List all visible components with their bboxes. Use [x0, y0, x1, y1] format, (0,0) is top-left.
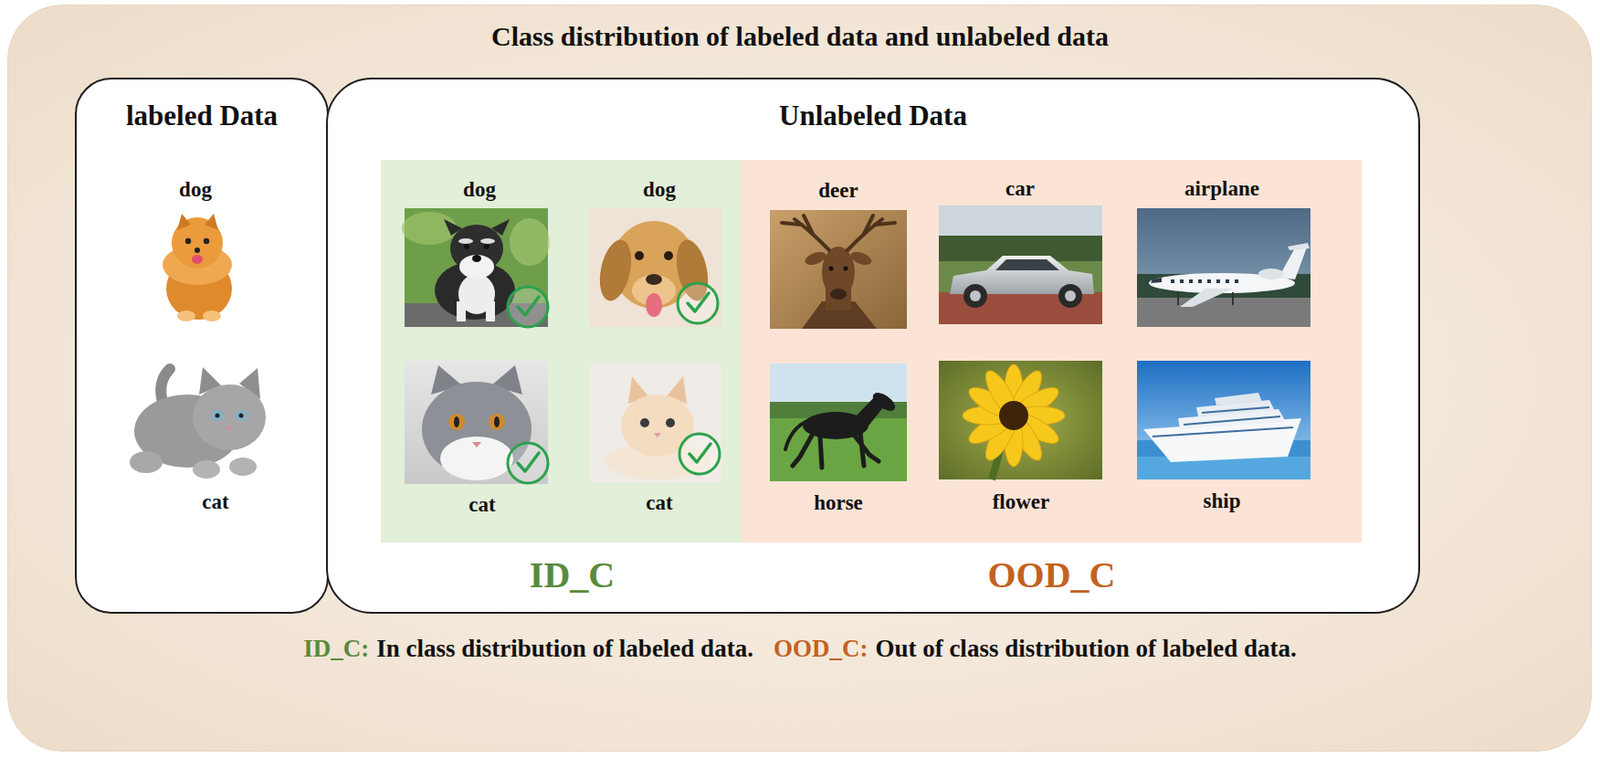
- diagram-title: Class distribution of labeled data and u…: [491, 21, 1109, 53]
- kitten-picture: [129, 367, 266, 479]
- footnote-key: OOD_C:: [773, 634, 869, 664]
- pomeranian-picture: [162, 213, 232, 322]
- footnote-text: Out of class distribution of labeled dat…: [874, 634, 1296, 664]
- flower-picture: [938, 360, 1103, 480]
- box-heading: Unlabeled Data: [327, 99, 1419, 133]
- image-label: deer: [818, 178, 858, 203]
- footnote-line: ID_C:In class distribution of labeled da…: [303, 634, 1296, 664]
- footnote-key: ID_C:: [303, 634, 369, 664]
- gray-cat-picture: [404, 360, 548, 485]
- image-label: car: [1005, 177, 1035, 201]
- footnote-text: In class distribution of labeled data.: [376, 634, 754, 664]
- airplane-picture: [1136, 208, 1311, 327]
- puppy-picture: [589, 208, 722, 327]
- image-label: cat: [201, 490, 229, 515]
- image-label: dog: [463, 178, 496, 202]
- labeled-data-box: labeled Data: [74, 77, 329, 614]
- in-distribution-region: ID_C: [380, 159, 764, 543]
- box-heading: labeled Data: [76, 99, 327, 133]
- image-label: ship: [1203, 489, 1242, 514]
- unlabeled-data-box: Unlabeled DataID_COOD_C: [326, 77, 1421, 614]
- region-label: OOD_C: [741, 553, 1362, 597]
- horse-picture: [769, 363, 907, 482]
- image-label: dog: [178, 178, 212, 202]
- image-label: airplane: [1184, 177, 1260, 201]
- deer-picture: [769, 210, 907, 329]
- image-label: cat: [645, 491, 673, 516]
- image-label: flower: [992, 490, 1051, 515]
- image-label: horse: [813, 491, 864, 516]
- image-label: cat: [468, 493, 495, 517]
- schnauzer-picture: [401, 208, 550, 327]
- cream-kitten-picture: [589, 363, 722, 483]
- out-of-distribution-region: OOD_C: [741, 159, 1362, 543]
- check-mark: [507, 283, 720, 484]
- region-label: ID_C: [380, 553, 764, 597]
- car-picture: [938, 205, 1103, 325]
- ship-picture: [1136, 360, 1311, 480]
- image-label: dog: [642, 178, 676, 202]
